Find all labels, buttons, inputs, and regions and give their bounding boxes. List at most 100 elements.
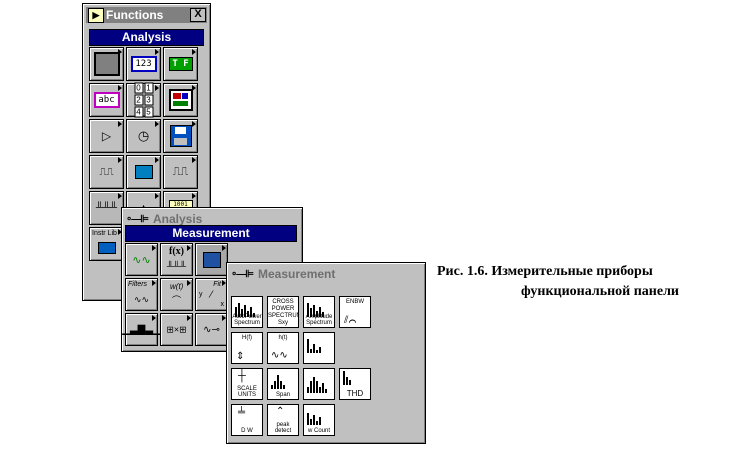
comparison-palette-button[interactable]: ▷ xyxy=(89,119,124,153)
impulse-response-icon: ∿∿ xyxy=(271,350,288,361)
instr-lib-palette-button[interactable]: Instr Lib xyxy=(89,227,124,261)
probability-statistics-button[interactable]: ▁▃▇▃▁ xyxy=(122,313,161,346)
functions-titlebar[interactable]: ▶ Functions X xyxy=(86,7,207,23)
cluster-icon xyxy=(168,89,193,111)
array-cell: 1 xyxy=(144,82,153,94)
empty-slot xyxy=(339,332,371,364)
caption-line-1: Рис. 1.6. Измерительные приборы xyxy=(437,264,653,279)
thd-label: THD xyxy=(346,389,364,398)
measurement-icon xyxy=(202,251,221,268)
functions-title: Functions xyxy=(106,8,164,22)
thd-button[interactable]: THD xyxy=(339,368,371,400)
wt-label: w(t) xyxy=(170,282,184,291)
transfer-function-label: H(f) xyxy=(242,335,252,341)
x-label: x xyxy=(220,301,225,308)
analysis-wave-palette-button[interactable]: ╨╨╨ xyxy=(89,191,124,225)
peak-detect-button[interactable]: ⌃ peak detect xyxy=(267,404,299,436)
probability-statistics-icon: ▁▃▇▃▁ xyxy=(122,324,161,335)
boolean-palette-button[interactable]: T F xyxy=(163,47,198,81)
curve-fitting-icon: ⁄ xyxy=(210,289,213,300)
measurement-palette-grid: AutoPower Spectrum CROSS POWER SPECTRUM … xyxy=(231,296,371,436)
analysis-title: Analysis xyxy=(153,212,203,226)
harmonic-bars-icon xyxy=(307,337,331,353)
labview-arrow-icon: ▶ xyxy=(88,8,104,23)
cross-power-spectrum-button[interactable]: CROSS POWER SPECTRUM Sxy xyxy=(267,296,299,328)
power-frequency-estimate-label: Span xyxy=(275,392,290,398)
enbw-label: ENBW xyxy=(346,299,364,305)
analysis-icon xyxy=(93,52,120,76)
spectrum-bars-icon xyxy=(235,301,259,317)
analysis-wave-icon: ╨╨╨ xyxy=(95,202,118,214)
close-button[interactable]: X xyxy=(190,8,206,22)
filters-label: Filters xyxy=(128,281,148,288)
linear-algebra-button[interactable]: ⊞×⊞ xyxy=(160,313,193,346)
impulse-response-button[interactable]: h(t) ∿∿ xyxy=(267,332,299,364)
cross-power-spectrum-label: CROSS POWER SPECTRUM xyxy=(268,299,299,319)
array-cell: 2 xyxy=(134,94,143,106)
signal-processing-button[interactable]: f(x) ╨╨╨ xyxy=(160,243,193,276)
linear-algebra-icon: ⊞×⊞ xyxy=(166,324,187,334)
analysis-palette-button[interactable] xyxy=(89,47,124,81)
numeric-palette-button[interactable]: 123 xyxy=(126,47,161,81)
enbw-icon: ⫽⌒ xyxy=(344,315,357,326)
analysis-titlebar[interactable]: ∘—⊫ Analysis xyxy=(125,211,299,227)
array-icon: 0 1 2 3 4 5 xyxy=(134,82,153,118)
thd-bars-icon xyxy=(343,371,367,385)
measurement-button[interactable] xyxy=(195,243,228,276)
amplitude-bars-icon xyxy=(307,301,331,317)
windows-icon: ⌒ xyxy=(171,295,182,306)
array-operations-button[interactable]: ∿⊸ xyxy=(195,313,228,346)
spectrum-unit-conversion-label: w Count xyxy=(307,428,330,434)
numeric-123-icon: 123 xyxy=(130,56,157,72)
amplitude-spectrum-label: Amplitude Spectrum xyxy=(305,314,333,326)
string-abc-icon: abc xyxy=(93,92,120,108)
spectrum-unit-conversion-button[interactable]: w Count xyxy=(303,404,335,436)
string-palette-button[interactable]: abc xyxy=(89,83,124,117)
auto-power-spectrum-button[interactable]: AutoPower Spectrum xyxy=(231,296,263,328)
network-functions-button[interactable] xyxy=(303,368,335,400)
array-cell: 5 xyxy=(144,106,153,118)
network-functions-icon xyxy=(307,377,331,393)
amplitude-spectrum-button[interactable]: Amplitude Spectrum xyxy=(303,296,335,328)
instrument-io-icon: ⎍⎍ xyxy=(172,165,189,178)
instr-lib-label: Instr Lib xyxy=(92,230,117,237)
signal-processing-icon: ╨╨╨ xyxy=(166,260,187,271)
array-cell: 0 xyxy=(134,82,143,94)
y-label: y xyxy=(199,291,203,298)
communication-icon: ⎍⎍ xyxy=(99,166,114,178)
array-operations-icon: ∿⊸ xyxy=(203,324,220,335)
filters-button[interactable]: Filters ∿∿ xyxy=(125,278,158,311)
scaled-window-icon: ┼ xyxy=(238,370,246,382)
pushpin-icon[interactable]: ∘—⊫ xyxy=(231,269,254,280)
instr-lib-icon xyxy=(97,241,116,254)
signal-generation-icon: ∿∿ xyxy=(132,254,151,266)
enbw-button[interactable]: ENBW ⫽⌒ xyxy=(339,296,371,328)
scaled-window-button[interactable]: ┼ SCALE UNITS xyxy=(231,368,263,400)
cluster-palette-button[interactable] xyxy=(163,83,198,117)
array-cell: 3 xyxy=(144,94,153,106)
measurement-title: Measurement xyxy=(258,267,336,281)
measurement-titlebar[interactable]: ∘—⊫ Measurement xyxy=(230,266,422,282)
file-io-palette-button[interactable] xyxy=(163,119,198,153)
comparison-icon: ▷ xyxy=(101,129,112,143)
power-frequency-estimate-button[interactable]: Span xyxy=(267,368,299,400)
scale-units-button[interactable]: ╧ D W xyxy=(231,404,263,436)
fit-label: Fit xyxy=(213,281,221,288)
figure-caption: Рис. 1.6. Измерительные приборы функцион… xyxy=(437,262,687,302)
windows-button[interactable]: w(t) ⌒ xyxy=(160,278,193,311)
data-acquisition-palette-button[interactable] xyxy=(126,155,161,189)
array-palette-button[interactable]: 0 1 2 3 4 5 xyxy=(126,82,161,118)
scaled-window-label: SCALE UNITS xyxy=(237,386,257,398)
instrument-io-palette-button[interactable]: ⎍⎍ xyxy=(163,155,198,189)
power-frequency-bars-icon xyxy=(271,373,295,389)
pushpin-icon[interactable]: ∘—⊫ xyxy=(126,214,149,225)
communication-palette-button[interactable]: ⎍⎍ xyxy=(89,155,124,189)
time-dialog-icon: ◷ xyxy=(137,128,150,143)
peak-detect-label: peak detect xyxy=(274,422,292,434)
scale-units-label: D W xyxy=(241,428,253,434)
time-dialog-palette-button[interactable]: ◷ xyxy=(126,119,161,153)
transfer-function-button[interactable]: H(f) ⇕ xyxy=(231,332,263,364)
curve-fitting-button[interactable]: Fit y x ⁄ xyxy=(195,278,228,311)
signal-generation-button[interactable]: ∿∿ xyxy=(125,243,158,276)
harmonic-analyzer-button[interactable] xyxy=(303,332,335,364)
